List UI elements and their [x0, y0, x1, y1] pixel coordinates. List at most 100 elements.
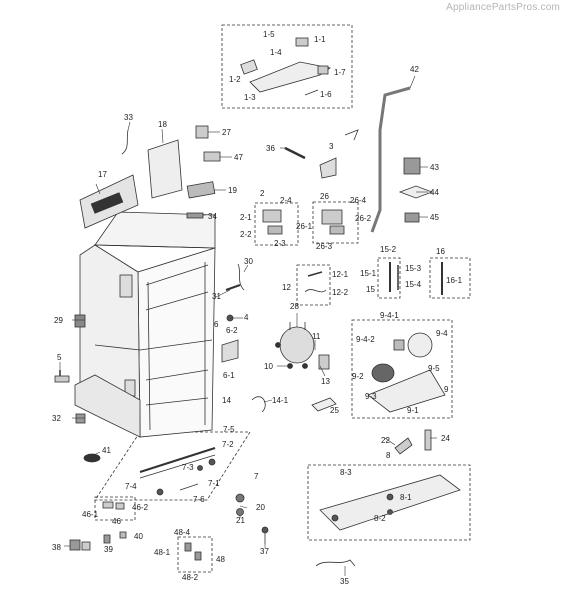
label-26-1: 26-1 — [296, 222, 313, 231]
part-3 — [319, 157, 337, 179]
group-box-15 — [377, 257, 401, 299]
part-41 — [83, 453, 101, 463]
label-13: 13 — [321, 377, 330, 386]
label-12-1: 12-1 — [332, 270, 349, 279]
label-4: 4 — [244, 313, 249, 322]
label-8: 8 — [386, 451, 391, 460]
label-29: 29 — [54, 316, 63, 325]
label-35: 35 — [340, 577, 349, 586]
label-2: 2 — [260, 189, 265, 198]
label-3: 3 — [329, 142, 334, 151]
group-box-26 — [312, 201, 359, 244]
part-29 — [74, 314, 86, 328]
part-22 — [394, 437, 413, 455]
label-2-3: 2-3 — [274, 239, 286, 248]
label-33: 33 — [124, 113, 133, 122]
label-8-1: 8-1 — [400, 493, 412, 502]
label-48-1: 48-1 — [154, 548, 171, 557]
label-48-2: 48-2 — [182, 573, 199, 582]
part-45 — [404, 212, 420, 223]
label-8-3: 8-3 — [340, 468, 352, 477]
label-36: 36 — [266, 144, 275, 153]
label-9-4-1: 9-4-1 — [380, 311, 399, 320]
label-15-2: 15-2 — [380, 245, 397, 254]
part-9-2-condenser — [371, 363, 395, 383]
part-42-water-tube — [370, 86, 411, 233]
group-box-9 — [351, 319, 453, 419]
label-21: 21 — [236, 516, 245, 525]
label-40: 40 — [134, 532, 143, 541]
label-15: 15 — [366, 285, 375, 294]
group-box-8 — [307, 464, 471, 541]
part-27 — [195, 125, 209, 139]
label-9-3: 9-3 — [365, 392, 377, 401]
label-32: 32 — [52, 414, 61, 423]
label-26-3: 26-3 — [316, 242, 333, 251]
label-44: 44 — [430, 188, 439, 197]
label-9: 9 — [444, 385, 449, 394]
group-box-46 — [94, 496, 136, 521]
part-33-cable — [121, 129, 129, 155]
part-32 — [75, 413, 86, 424]
part-24 — [424, 429, 432, 451]
part-34 — [186, 212, 204, 219]
label-17: 17 — [98, 170, 107, 179]
label-16-1: 16-1 — [446, 276, 463, 285]
label-34: 34 — [208, 212, 217, 221]
cabinet-base — [74, 374, 141, 438]
label-48: 48 — [216, 555, 225, 564]
label-5: 5 — [57, 353, 62, 362]
label-15-1: 15-1 — [360, 269, 377, 278]
group-box-48 — [177, 536, 213, 573]
label-7-2: 7-2 — [222, 440, 234, 449]
label-1-5: 1-5 — [263, 30, 275, 39]
label-15-4: 15-4 — [405, 280, 422, 289]
label-38: 38 — [52, 543, 61, 552]
label-7-3: 7-3 — [182, 463, 194, 472]
label-1-7: 1-7 — [334, 68, 346, 77]
label-1-4: 1-4 — [270, 48, 282, 57]
label-12: 12 — [282, 283, 291, 292]
part-28-compressor — [279, 326, 315, 364]
part-8-3-plate — [319, 474, 461, 531]
label-2-1: 2-1 — [240, 213, 252, 222]
group-box-12 — [296, 264, 331, 306]
label-26: 26 — [320, 192, 329, 201]
part-35-wire — [315, 559, 356, 567]
part-47 — [203, 151, 221, 162]
label-46: 46 — [112, 517, 121, 526]
part-19 — [186, 181, 216, 199]
label-7: 7 — [254, 472, 259, 481]
part-43 — [403, 157, 421, 175]
label-31: 31 — [212, 292, 221, 301]
label-18: 18 — [158, 120, 167, 129]
label-7-6: 7-6 — [193, 495, 205, 504]
label-7-1: 7-1 — [208, 479, 220, 488]
label-9-4: 9-4 — [436, 329, 448, 338]
part-13 — [318, 354, 330, 370]
label-47: 47 — [234, 153, 243, 162]
label-42: 42 — [410, 65, 419, 74]
label-7-4: 7-4 — [125, 482, 137, 491]
group-box-2 — [254, 202, 299, 246]
label-9-4-2: 9-4-2 — [356, 335, 375, 344]
label-6: 6 — [214, 320, 219, 329]
group-box-7 — [94, 431, 251, 501]
label-26-2: 26-2 — [355, 214, 372, 223]
label-46-2: 46-2 — [132, 503, 149, 512]
label-1-1: 1-1 — [314, 35, 326, 44]
label-6-1: 6-1 — [223, 371, 235, 380]
label-39: 39 — [104, 545, 113, 554]
label-27: 27 — [222, 128, 231, 137]
part-18-panel — [147, 139, 183, 199]
label-46-1: 46-1 — [82, 510, 99, 519]
group-box-16 — [429, 257, 471, 299]
label-14-1: 14-1 — [272, 396, 289, 405]
label-1-3: 1-3 — [244, 93, 256, 102]
label-9-2: 9-2 — [352, 372, 364, 381]
group-box-1 — [221, 24, 353, 109]
part-6-bracket — [221, 339, 239, 363]
label-1-6: 1-6 — [320, 90, 332, 99]
label-19: 19 — [228, 186, 237, 195]
